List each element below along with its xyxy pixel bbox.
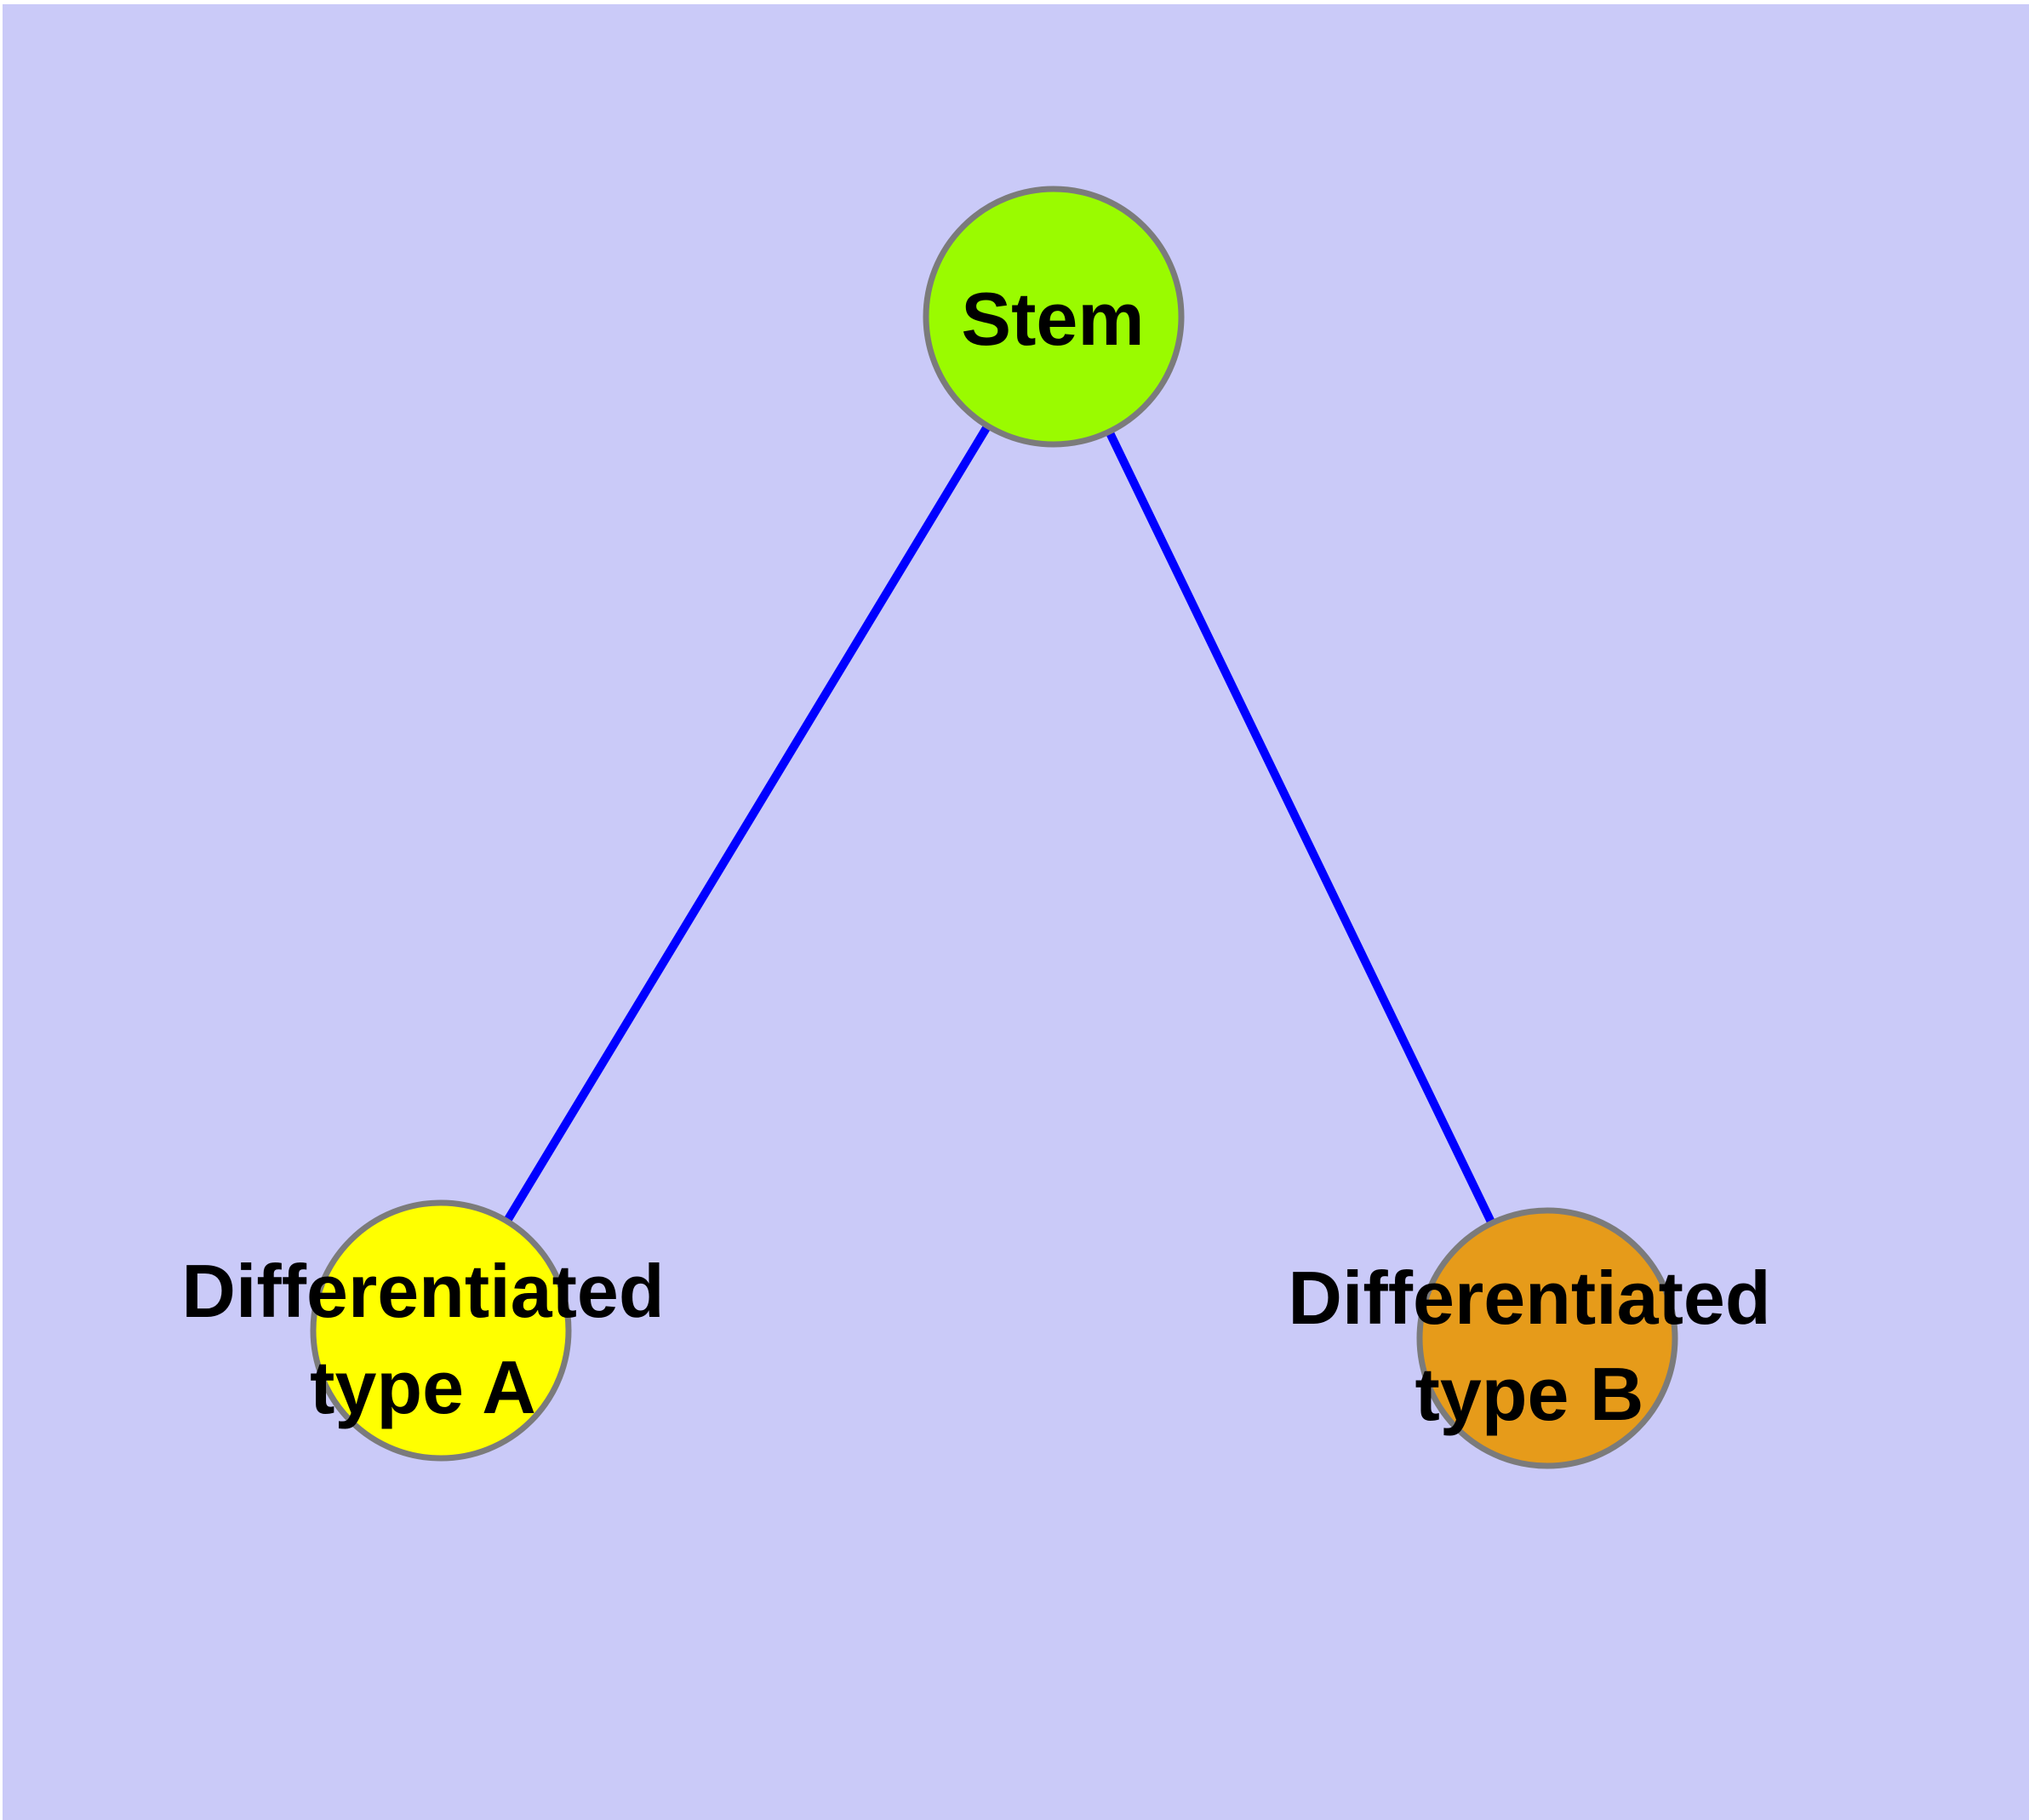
node-stem: Stem <box>923 186 1185 448</box>
node-type-a-label-line1: Differentiated <box>181 1249 664 1333</box>
edge-stem-to-type-b <box>1049 314 1552 1341</box>
node-stem-label: Stem <box>961 277 1144 361</box>
node-type-b-label-line1: Differentiated <box>1288 1256 1770 1340</box>
node-differentiated-type-b: Differentiated type B <box>1288 1207 1771 1469</box>
edge-group <box>437 314 1552 1341</box>
node-type-b-circle <box>1416 1207 1678 1469</box>
node-differentiated-type-a: Differentiated type A <box>181 1199 665 1462</box>
node-type-b-label-line2: type B <box>1415 1352 1644 1436</box>
node-stem-circle <box>923 186 1185 448</box>
node-type-a-circle <box>310 1199 572 1462</box>
edge-stem-to-type-a <box>437 314 1058 1333</box>
node-type-a-label-line2: type A <box>310 1345 536 1429</box>
